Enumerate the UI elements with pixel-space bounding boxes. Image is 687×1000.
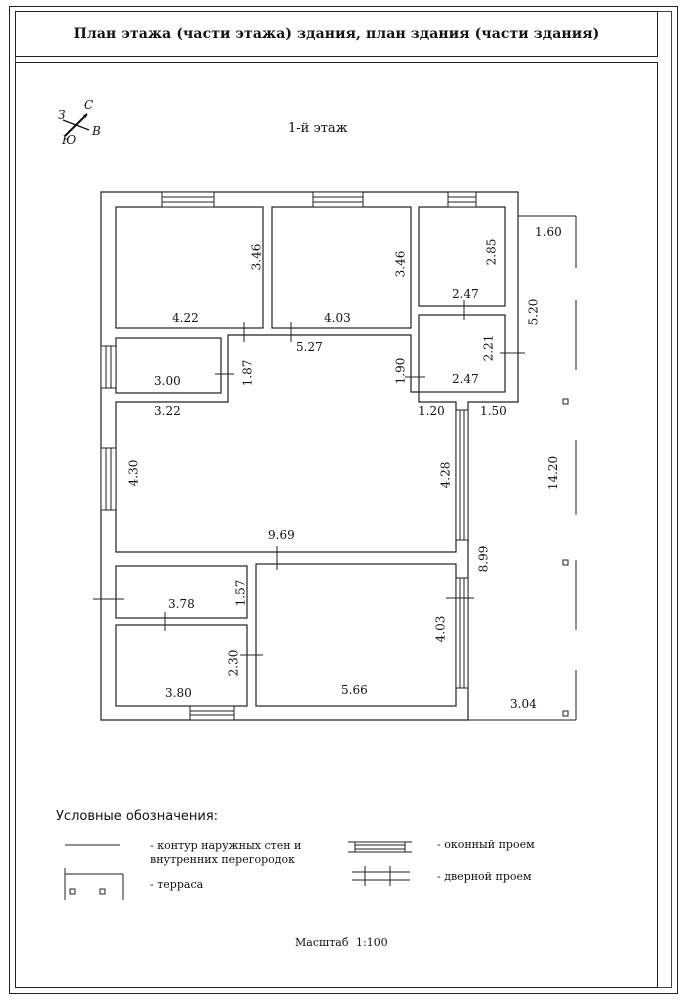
dim-room1-w: 4.22: [172, 311, 199, 325]
compass-south: Ю: [62, 133, 77, 147]
content-frame: [15, 62, 658, 988]
dim-corridor-h: 1.87: [240, 359, 255, 387]
scale-note: Масштаб 1:100: [295, 936, 392, 949]
window-left-1: [100, 345, 117, 389]
dim-hall-h: 4.30: [126, 459, 141, 487]
door-7: [264, 546, 290, 570]
legend-door-label: - дверной проем: [437, 870, 532, 883]
door-11: [446, 585, 474, 612]
document-title: План этажа (части этажа) здания, план зд…: [15, 11, 658, 57]
window-left-2: [100, 447, 117, 511]
window-right-1: [455, 409, 469, 541]
window-bottom: [189, 705, 235, 721]
dim-hall-h2: 4.28: [438, 461, 453, 489]
dim-room7-w: 3.80: [165, 686, 192, 700]
dim-terrace-bottom: 3.04: [510, 697, 537, 711]
legend-graphics: [64, 841, 412, 900]
dim-room4-h: 2.21: [481, 334, 496, 362]
dim-room3-h: 2.85: [484, 238, 499, 266]
scale-label: Масштаб: [295, 936, 349, 949]
dim-room7-h: 2.30: [226, 649, 241, 677]
window-top-1: [161, 191, 215, 208]
dim-hall-w: 3.22: [154, 404, 181, 418]
doors: [93, 300, 525, 668]
door-1: [230, 322, 258, 342]
outer-frame: [9, 6, 678, 994]
dim-terrace-side: 5.20: [526, 298, 541, 326]
legend-title: Условные обозначения:: [56, 809, 219, 824]
room-1-outline: [115, 206, 264, 329]
floor-label: 1-й этаж: [288, 121, 348, 136]
dim-room8-h: 4.03: [433, 615, 448, 643]
dim-room6-w: 3.78: [168, 597, 195, 611]
door-4: [215, 362, 234, 386]
door-8: [93, 586, 124, 612]
dim-gap-left: 1.20: [418, 404, 445, 418]
terrace: [468, 215, 577, 721]
dim-gap-right: 1.50: [480, 404, 507, 418]
compass-north: С: [84, 98, 94, 112]
dim-room6-h: 1.57: [233, 579, 248, 607]
dim-room2-w: 4.03: [324, 311, 351, 325]
door-2: [276, 322, 306, 342]
window-top-3: [447, 191, 477, 208]
legend-door-symbol: [352, 866, 410, 886]
dim-right-h: 1.90: [393, 357, 408, 385]
door-5: [405, 366, 425, 388]
outer-wall: [100, 191, 519, 721]
legend-window-symbol: [348, 841, 412, 853]
dim-room3-w: 2.47: [452, 287, 479, 301]
door-10: [240, 642, 263, 668]
compass-rose: [53, 100, 105, 148]
window-top-2: [312, 191, 364, 208]
legend-wall-label: - контур наружных стен и внутренних пере…: [150, 839, 302, 866]
dim-room1-h: 3.46: [249, 243, 264, 271]
door-6: [500, 340, 525, 366]
door-9: [150, 612, 180, 631]
dim-room2-h: 3.46: [393, 250, 408, 278]
dim-east-total: 8.99: [476, 545, 491, 573]
dim-hall-bottom: 9.69: [268, 528, 295, 542]
scale-value: 1:100: [355, 936, 388, 949]
legend-window-label: - оконный проем: [437, 838, 535, 851]
dim-corridor-w: 5.27: [296, 340, 323, 354]
window-right-2: [455, 577, 469, 689]
legend-terrace-label: - терраса: [150, 878, 204, 891]
door-3: [450, 300, 478, 320]
compass-east: В: [92, 124, 101, 138]
dim-terrace-top: 1.60: [535, 225, 562, 239]
windows: [100, 191, 477, 721]
dim-room4-w: 2.47: [452, 372, 479, 386]
room-2-outline: [271, 206, 412, 329]
dim-room8-w: 5.66: [341, 683, 368, 697]
dim-room5-w: 3.00: [154, 374, 181, 388]
legend-terrace-symbol: [64, 868, 124, 900]
dim-terrace-long: 14.20: [546, 455, 561, 491]
compass-west: З: [58, 108, 66, 122]
